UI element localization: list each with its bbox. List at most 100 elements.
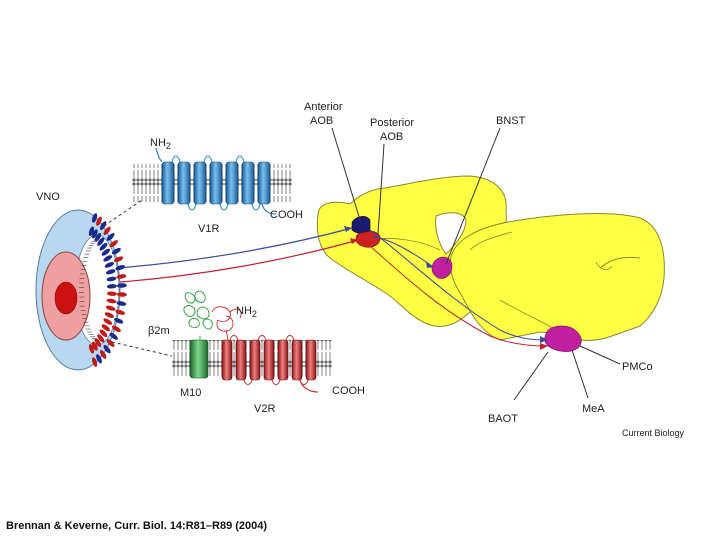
v1r-helix — [193, 161, 207, 205]
vno-neuron — [101, 248, 110, 256]
vno-neuron — [116, 274, 127, 279]
anterior-aob-region — [351, 216, 371, 234]
vno-neuron — [116, 283, 127, 288]
nh2-top-label: NH2 — [150, 137, 171, 151]
vno-neuron — [104, 262, 115, 268]
v2r-loop — [229, 335, 239, 341]
m10-helix — [189, 339, 209, 379]
vno-label: VNO — [36, 191, 60, 203]
pmco-label: PMCo — [622, 361, 653, 373]
v1r-zoom-connector — [103, 199, 143, 227]
v2r-receptor-diagram — [172, 290, 332, 393]
vno-neuron — [115, 265, 126, 271]
vno-neuron — [99, 329, 108, 338]
vno-neuron — [91, 357, 98, 367]
v2r-helix — [263, 339, 275, 381]
b2m-extracellular-domain — [183, 290, 213, 340]
v2r-helix — [249, 339, 261, 381]
posterior-aob-label-line2: AOB — [380, 131, 403, 143]
vno-neuron — [97, 334, 105, 343]
vno-neuron — [103, 226, 111, 235]
v1r-label: V1R — [198, 223, 219, 235]
vno-neuron — [96, 354, 102, 364]
vno-sensory-neurons — [79, 213, 127, 367]
vno-neuron — [111, 248, 121, 255]
v2r-loop — [285, 335, 295, 341]
vno-neuron — [116, 292, 127, 297]
v2r-helix — [221, 339, 233, 381]
vno-neuron — [103, 318, 113, 325]
vno-neuron — [99, 350, 107, 359]
vno-neuron — [116, 301, 127, 306]
v2r-helix — [305, 339, 317, 381]
vno-neuron — [99, 242, 108, 251]
cooh-top-label: COOH — [270, 209, 303, 221]
v1r-n-terminus — [155, 147, 163, 163]
vno-neuron — [94, 233, 102, 242]
bnst-leader — [445, 127, 501, 265]
vno-neuron — [101, 324, 110, 332]
vno-neuron — [106, 339, 115, 347]
vno-neuron — [105, 305, 116, 311]
posterior-aob-region — [355, 230, 381, 248]
sulcus — [469, 231, 513, 251]
aob-to-amygdala-red-path — [369, 245, 547, 347]
m10-label: M10 — [180, 387, 201, 399]
baot-leader — [513, 351, 549, 401]
v2r-loop — [257, 335, 267, 341]
vno-neuron — [99, 221, 107, 230]
vno-neuron — [106, 284, 117, 289]
citation-caption: Brennan & Keverne, Curr. Biol. 14:R81–R8… — [6, 520, 268, 532]
blue-vno-to-aob-path — [117, 227, 353, 269]
sulcus — [595, 261, 613, 270]
v1r-loop — [187, 203, 197, 211]
vno-neuron — [106, 298, 117, 304]
anterior-aob-label-line1: Anterior — [304, 101, 343, 113]
v1r-receptor-diagram — [132, 147, 292, 215]
v1r-loop — [235, 155, 245, 163]
aob-to-bnst-path — [371, 235, 433, 267]
anterior-aob-leader — [331, 127, 361, 221]
mea-label: MeA — [582, 403, 605, 415]
aob-to-amygdala-blue-path — [369, 229, 547, 341]
v1r-loop — [171, 155, 181, 163]
v1r-loop — [219, 203, 229, 211]
bnst-label: BNST — [496, 115, 526, 127]
v1r-helix — [225, 161, 239, 205]
v1r-helix — [177, 161, 191, 205]
vno-neuron — [91, 229, 98, 239]
vno-neuron — [104, 312, 115, 318]
v1r-helix — [257, 161, 271, 205]
vno-neuron — [106, 291, 117, 296]
cooh-bottom-label: COOH — [332, 385, 365, 397]
journal-logo: Current Biology — [622, 428, 685, 438]
v2r-helix — [277, 339, 289, 381]
vno-neuron — [105, 269, 116, 275]
v2r-loop — [271, 379, 281, 385]
v2r-zoom-connector — [111, 341, 173, 357]
vno-blood-vessel — [54, 281, 78, 315]
vno-neuron — [94, 338, 102, 347]
v1r-transmembrane-helices — [161, 155, 271, 211]
vno-neuron — [96, 216, 102, 226]
pmco-leader — [579, 345, 621, 365]
v1r-helix — [241, 161, 255, 205]
v1r-helix — [209, 161, 223, 205]
vno-neuron — [113, 256, 124, 263]
brain-illustration — [316, 175, 665, 352]
v2r-helix — [291, 339, 303, 381]
v2r-extracellular-domain — [211, 306, 242, 341]
baot-label: BAOT — [488, 413, 518, 425]
mea-leader — [571, 349, 589, 399]
vno-neuron — [109, 240, 118, 248]
v2r-label: V2R — [254, 403, 275, 415]
anterior-aob-label-line2: AOB — [310, 115, 333, 127]
neural-pathways — [117, 226, 548, 350]
posterior-aob-label-line1: Posterior — [370, 117, 414, 129]
vno-neuron — [109, 332, 118, 340]
vno-neuron — [91, 341, 98, 351]
cerebral-hemisphere — [449, 213, 665, 341]
vno-neuron — [88, 344, 95, 354]
b2m-label: β2m — [148, 325, 170, 337]
